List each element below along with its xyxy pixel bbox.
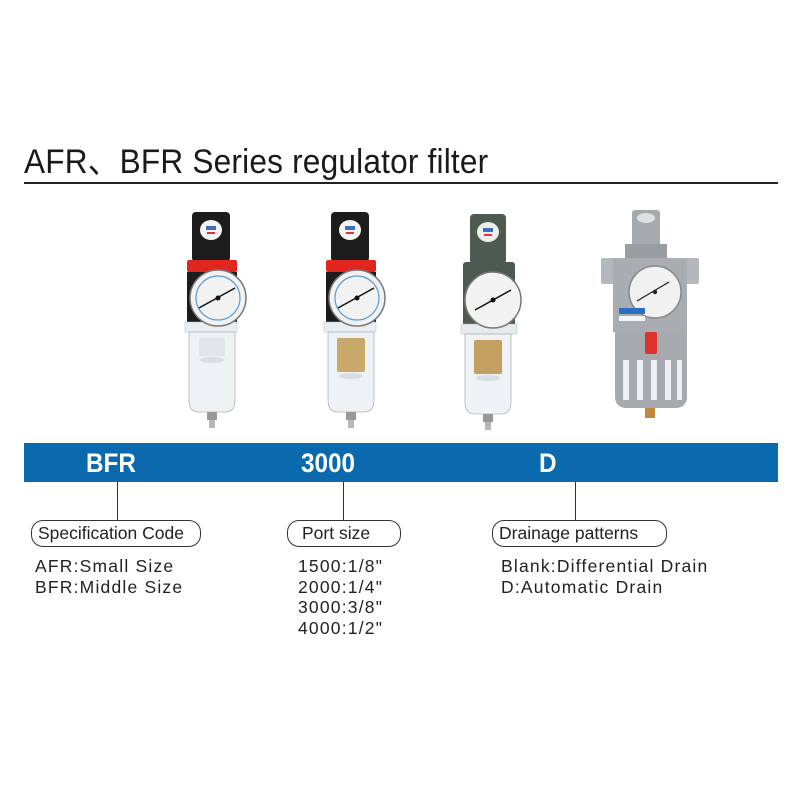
- spec-code-options: AFR:Small Size BFR:Middle Size: [35, 556, 183, 597]
- drainage-label: Drainage patterns: [492, 520, 667, 547]
- title-divider: [24, 182, 778, 184]
- product-gallery: [0, 200, 800, 440]
- connector-line-spec: [117, 482, 119, 521]
- page-title: AFR、BFR Series regulator filter: [24, 143, 489, 181]
- spec-code-label: Specification Code: [31, 520, 201, 547]
- port-size-label: Port size: [287, 520, 401, 547]
- spec-option: AFR:Small Size: [35, 556, 175, 576]
- port-size-options: 1500:1/8" 2000:1/4" 3000:3/8" 4000:1/2": [298, 556, 383, 638]
- product-image-bfr-grey: [601, 210, 699, 418]
- model-code-band: [24, 443, 778, 482]
- product-image-afr-clear: [184, 212, 247, 428]
- code-segment-port: 3000: [301, 448, 356, 478]
- spec-option: BFR:Middle Size: [35, 576, 184, 597]
- code-segment-drain: D: [539, 448, 557, 478]
- drainage-option: Blank:Differential Drain: [501, 556, 709, 576]
- code-segment-spec: BFR: [86, 448, 136, 478]
- drainage-option: D:Automatic Drain: [501, 576, 664, 597]
- product-image-afr-green: [460, 214, 522, 430]
- port-option: 3000:3/8": [298, 597, 384, 617]
- connector-line-port: [343, 482, 345, 521]
- port-option: 4000:1/2": [298, 617, 384, 638]
- port-option: 1500:1/8": [298, 556, 384, 576]
- drainage-options: Blank:Differential Drain D:Automatic Dra…: [501, 556, 708, 597]
- product-image-afr-bronze: [323, 212, 386, 428]
- port-option: 2000:1/4": [298, 576, 384, 597]
- connector-line-drain: [575, 482, 577, 521]
